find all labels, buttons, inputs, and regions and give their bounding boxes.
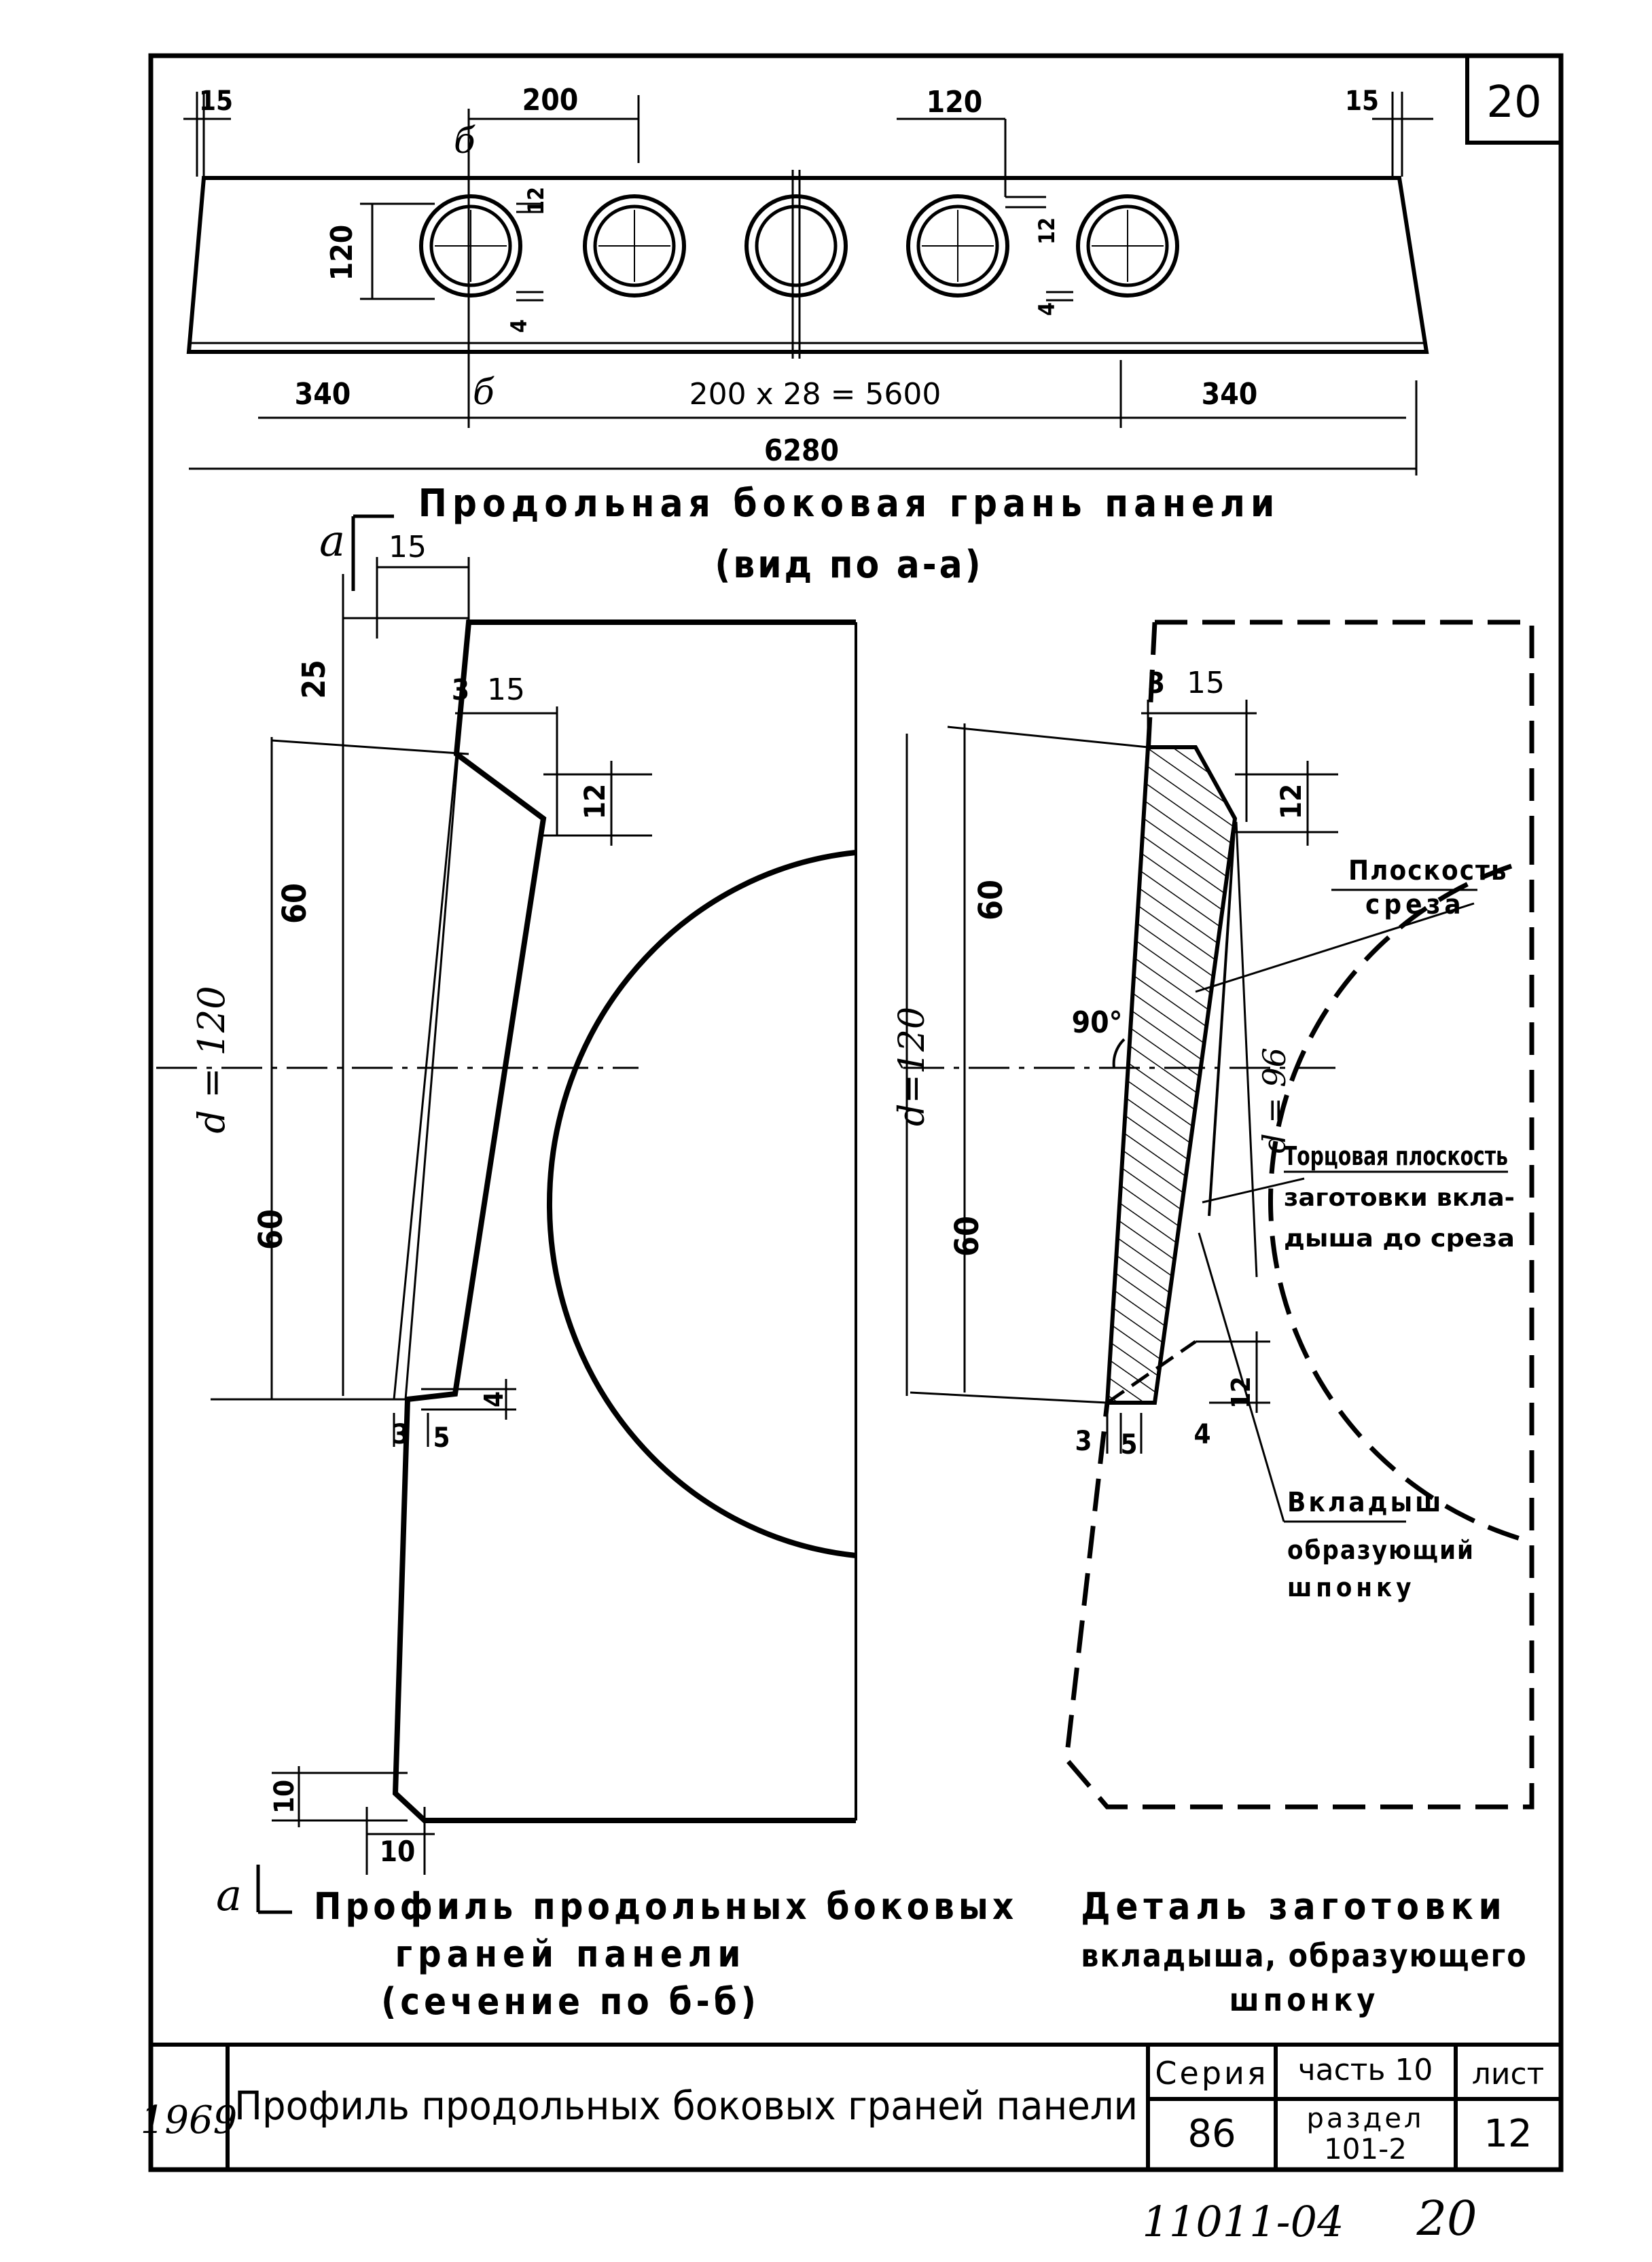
profile-dim-top-offset: 15 [389, 530, 427, 564]
label-insert-2: образующий [1287, 1535, 1475, 1565]
sheet-frame [148, 53, 1564, 2172]
detail-dim-bottom-3: 3 [1075, 1426, 1092, 1457]
detail-dim-top-3: 3 [1147, 666, 1165, 700]
dim-height: 120 [325, 225, 359, 281]
footer-number: 20 [1416, 2191, 1477, 2246]
label-end-plane-3: дыша до среза [1284, 1225, 1515, 1253]
insert-hatch [1105, 745, 1238, 1405]
detail-dim-top-15: 15 [1187, 666, 1225, 700]
dim-right-end: 340 [1202, 377, 1258, 412]
section-value: 101-2 [1324, 2132, 1407, 2166]
detail-dim-bottom-12: 12 [1226, 1376, 1256, 1409]
section-mark-top: б [454, 121, 475, 162]
label-end-plane-1: Торцовая плоскость [1284, 1141, 1508, 1171]
footer-code: 11011-04 [1142, 2197, 1344, 2246]
detail-caption-3: шпонку [1229, 1981, 1380, 2018]
dim-total: 6280 [764, 433, 839, 468]
corner-number: 20 [1486, 77, 1541, 128]
sheet-value: 12 [1484, 2112, 1532, 2156]
series-value: 86 [1187, 2112, 1236, 2156]
profile-dim-low-4: 4 [479, 1391, 509, 1407]
part-label: часть 10 [1298, 2053, 1433, 2087]
dim-left-end: 340 [295, 377, 351, 412]
profile-caption-2: граней панели [395, 1933, 747, 1975]
dim-spacing: 200 [522, 83, 579, 118]
detail-outline [1064, 620, 1534, 1810]
profile-dim-top-height: 25 [295, 660, 332, 699]
dim-small-12-a: 12 [523, 187, 549, 214]
profile-outline [392, 620, 856, 1823]
profile-dim-bottom-10-v: 10 [269, 1780, 300, 1814]
sheet-label: лист [1472, 2057, 1545, 2092]
label-insert-1: Вкладыш [1287, 1487, 1443, 1518]
top-view-caption-1: Продольная боковая грань панели [418, 482, 1280, 526]
profile-dim-upper-half: 60 [276, 883, 314, 924]
year: 1969 [141, 2098, 238, 2142]
series-label: Серия [1155, 2055, 1268, 2092]
dim-right-offset: 15 [1345, 86, 1379, 117]
detail-dim-bottom-5: 5 [1120, 1429, 1137, 1460]
hole-5 [1076, 194, 1179, 298]
label-cut-plane-1: Плоскость [1348, 855, 1508, 886]
profile-mark-bottom: а [216, 1871, 242, 1921]
detail-dim-diameter: d=120 [892, 1007, 933, 1126]
profile-dim-low-3: 3 [392, 1419, 409, 1450]
detail-dim-bottom-4: 4 [1193, 1419, 1210, 1450]
profile-caption-3: (сечение по б-б) [381, 1980, 760, 2023]
profile-dim-bottom-10-h: 10 [380, 1835, 416, 1868]
dim-hole-gap: 120 [927, 85, 983, 120]
profile-dim-chamfer-b: 15 [487, 672, 525, 707]
detail-dim-inner-d: d = 96 [1256, 1047, 1293, 1153]
detail-dim-angle: 90° [1072, 1005, 1123, 1040]
detail-caption-2: вкладыша, образующего [1081, 1937, 1527, 1974]
section-label: раздел [1306, 2103, 1424, 2134]
profile-dim-low-5: 5 [433, 1422, 450, 1454]
dim-middle: 200 x 28 = 5600 [689, 377, 941, 412]
hole-3 [744, 194, 848, 298]
panel-face-outline [186, 176, 1429, 354]
profile-mark-top: а [319, 516, 345, 567]
detail-hole-arc [1268, 863, 1532, 1545]
detail-dim-upper-half: 60 [972, 880, 1010, 920]
hole-2 [583, 194, 686, 298]
hole-4 [906, 194, 1009, 298]
section-mark-bottom: б [473, 372, 495, 413]
sheet-title: Профиль продольных боковых граней панели [234, 2083, 1138, 2129]
profile-caption-1: Профиль продольных боковых [314, 1885, 1018, 1928]
label-end-plane-2: заготовки вкла- [1284, 1184, 1515, 1212]
profile-drawing [156, 514, 857, 1914]
profile-dim-diameter: d = 120 [190, 986, 233, 1133]
detail-caption-1: Деталь заготовки [1081, 1885, 1507, 1928]
profile-dim-chamfer-a: 3 [452, 673, 469, 706]
label-insert-3: шпонку [1287, 1573, 1416, 1602]
dim-small-12-b: 12 [1034, 217, 1060, 245]
label-cut-plane-2: среза [1365, 889, 1465, 920]
detail-dim-lower-half: 60 [948, 1216, 986, 1257]
dim-small-4-a: 4 [506, 319, 532, 333]
dim-left-offset: 15 [199, 86, 233, 117]
dim-small-4-b: 4 [1034, 302, 1060, 316]
profile-dim-lower-half: 60 [252, 1209, 290, 1250]
hole-1 [419, 194, 522, 298]
hole-arc [547, 850, 857, 1558]
top-view-caption-2: (вид по а-а) [715, 543, 983, 587]
profile-dim-chamfer-c: 12 [578, 784, 611, 820]
top-view [183, 92, 1433, 475]
detail-drawing [903, 620, 1534, 1810]
detail-dim-top-12: 12 [1274, 784, 1308, 820]
title-block [151, 2043, 1561, 2170]
